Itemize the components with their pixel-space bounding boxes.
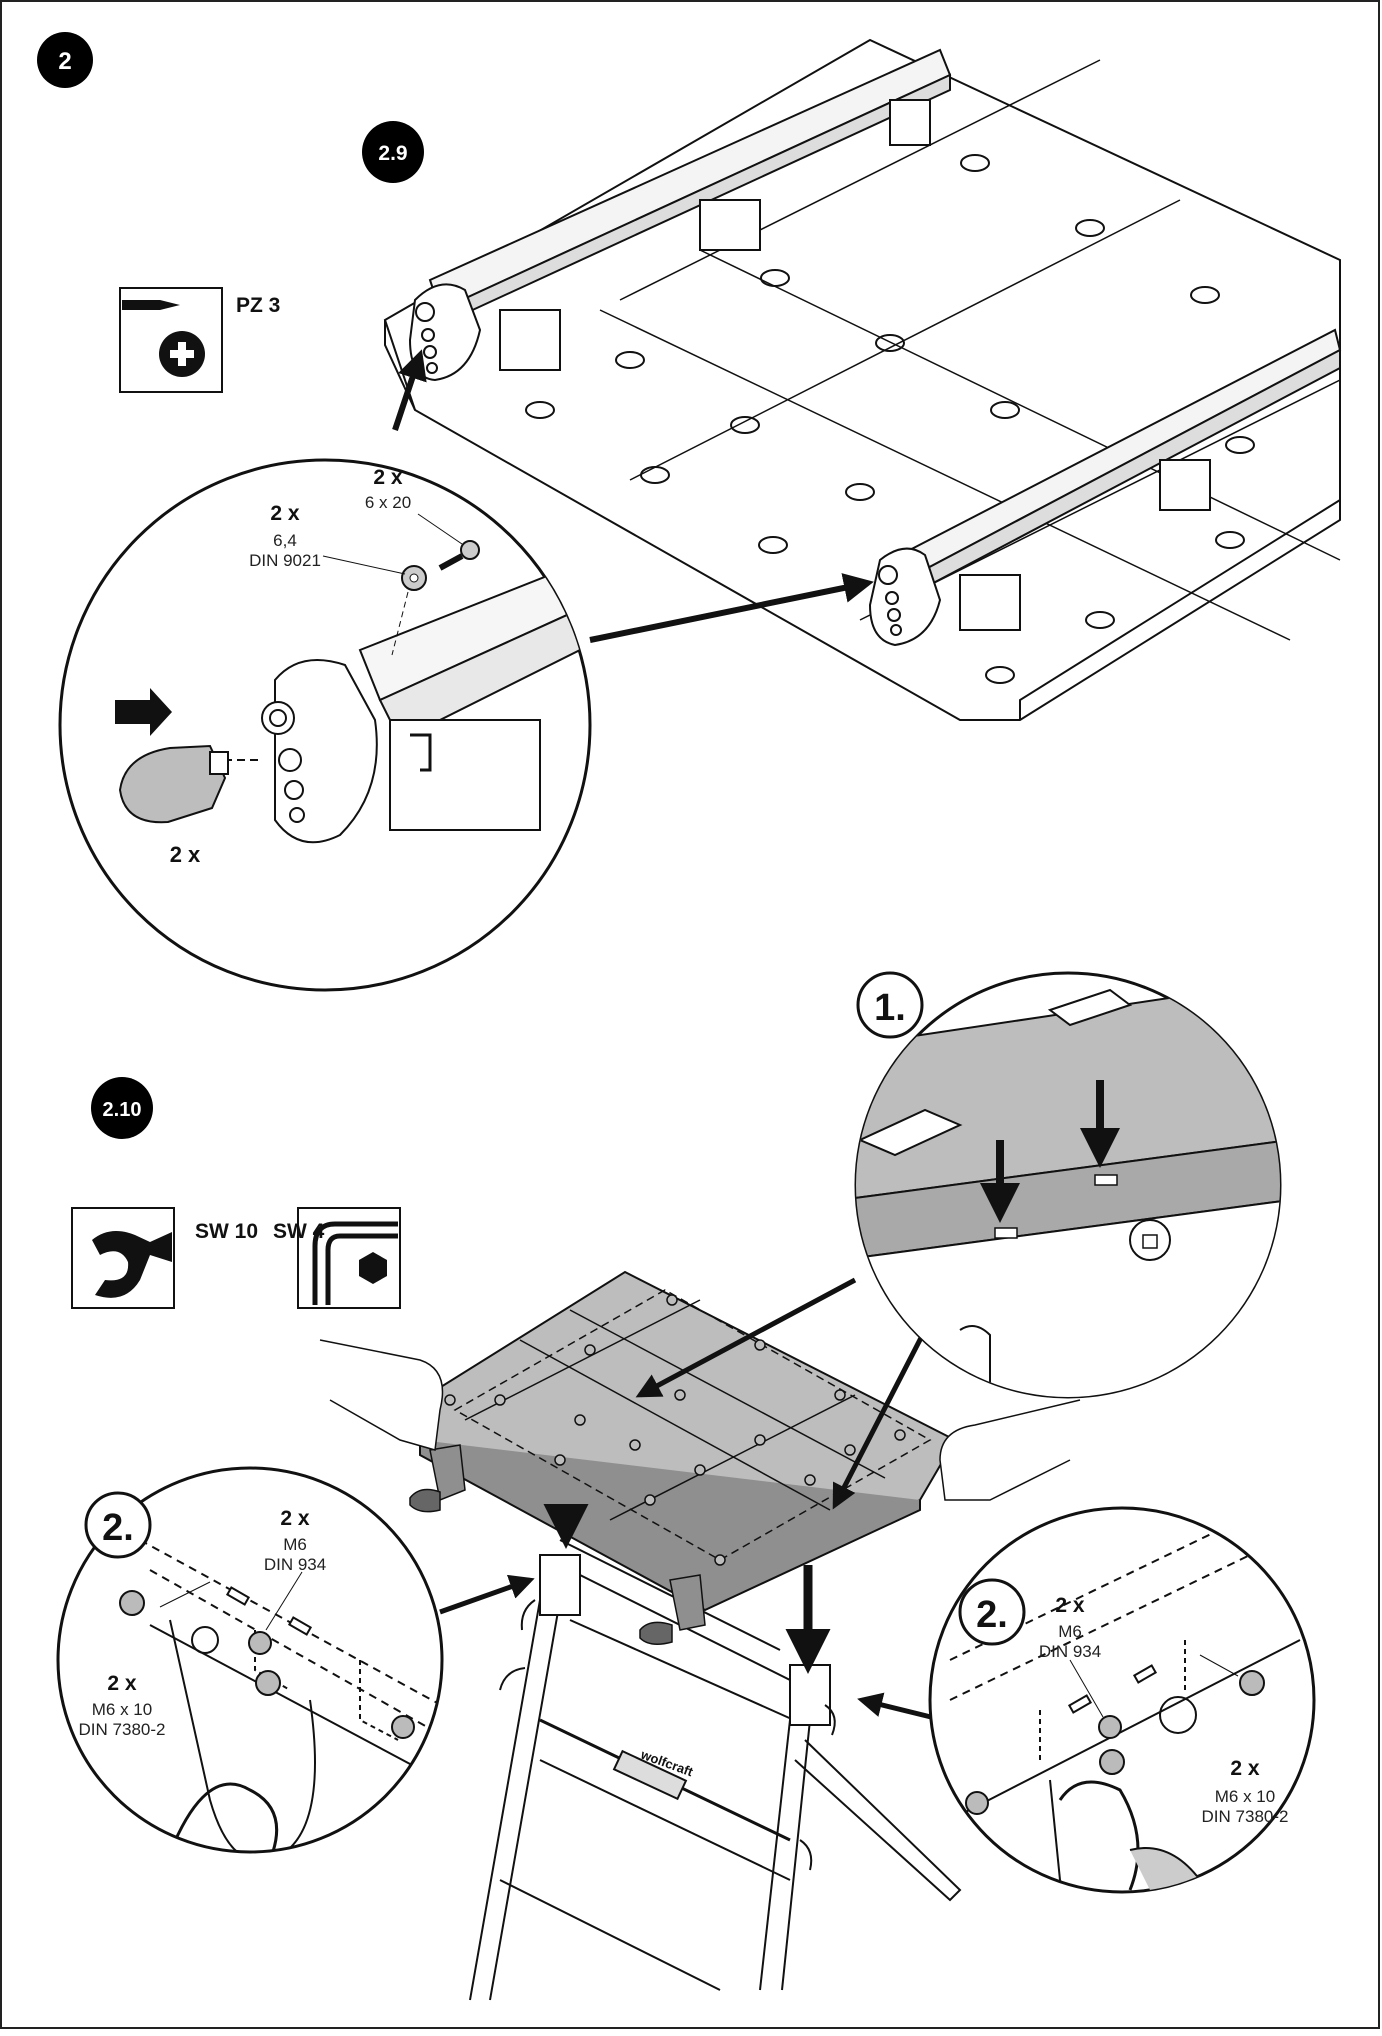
- callout-1-step-label: 1.: [874, 987, 906, 1029]
- callout-2-left-step-label: 2.: [102, 1507, 134, 1549]
- bolt-part: [255, 1670, 281, 1696]
- washer-spec-label-2: DIN 9021: [249, 551, 321, 570]
- nut-part: [1098, 1715, 1122, 1739]
- bolt-spec-right-2: DIN 7380-2: [1202, 1807, 1289, 1826]
- callout-2-left: 2. 2 x M6 DIN 934 2 x M6 x 10 DIN 7380-2: [56, 1466, 444, 1854]
- nut-qty-left: 2 x: [280, 1507, 310, 1530]
- washer-spec-label-1: 6,4: [273, 531, 297, 550]
- step-2-10: 2.10 SW 10 SW 4: [56, 971, 1316, 2001]
- arrow-callout-2-right: [857, 1692, 936, 1721]
- nut-spec-right-2: DIN 934: [1039, 1642, 1101, 1661]
- nut-spec-left-2: DIN 934: [264, 1555, 326, 1574]
- knob-part: [118, 744, 229, 824]
- callout-1: 1.: [854, 971, 1282, 1399]
- nut-part: [391, 1715, 415, 1739]
- tool-label-sw4: SW 4: [273, 1220, 325, 1243]
- hex-key-icon: [297, 1207, 401, 1309]
- arrow-callout-1-right: [832, 1328, 928, 1510]
- washer-qty-label: 2 x: [270, 502, 300, 525]
- bolt-part: [1239, 1670, 1265, 1696]
- phillips-screwdriver-icon: [119, 287, 223, 393]
- callout-2-right-step-label: 2.: [976, 1594, 1008, 1636]
- knob-qty-label: 2 x: [170, 842, 201, 867]
- screw-qty-label: 2 x: [373, 466, 403, 489]
- workbench-stand-drawing: [469, 1539, 962, 2001]
- step-2-10-badge-label: 2.10: [103, 1099, 142, 1121]
- step-2-9: 2.9 PZ 3: [58, 38, 1342, 992]
- section-badge: 2: [37, 32, 93, 88]
- screw-part: [438, 540, 480, 571]
- nut-part: [248, 1631, 272, 1655]
- step-2-9-badge-label: 2.9: [378, 142, 407, 165]
- step-2-10-badge: [91, 1077, 153, 1139]
- open-end-wrench-icon: [71, 1207, 175, 1309]
- workbench-top-2-10: [409, 1270, 957, 1645]
- arrow-to-rear-clamp: [589, 573, 874, 643]
- callout-2-right: 2. 2 x M6 DIN 934 2 x M6 x 10 DIN 7380-2: [928, 1506, 1316, 1894]
- tool-label-pz3: PZ 3: [236, 294, 280, 317]
- nut-part: [965, 1791, 989, 1815]
- nut-spec-right-1: M6: [1058, 1622, 1082, 1641]
- bolt-spec-right-1: M6 x 10: [1215, 1787, 1275, 1806]
- bolt-spec-left-1: M6 x 10: [92, 1700, 152, 1719]
- knob-detail-callout: 2 x 6 x 20 2 x 6,4 DIN 9021 2 x: [58, 458, 592, 992]
- bolt-part: [119, 1590, 145, 1616]
- nut-spec-left-1: M6: [283, 1535, 307, 1554]
- step-2-9-badge: [362, 121, 424, 183]
- screw-spec-label: 6 x 20: [365, 493, 411, 512]
- section-badge-circle: [37, 32, 93, 88]
- arrow-callout-1-left: [635, 1277, 857, 1398]
- bolt-spec-left-2: DIN 7380-2: [79, 1720, 166, 1739]
- arrow-to-front-clamp: [392, 349, 427, 431]
- bolt-part: [1099, 1749, 1125, 1775]
- arrow-callout-2-left: [439, 1574, 535, 1615]
- section-number: 2: [58, 48, 71, 75]
- nut-qty-right: 2 x: [1055, 1594, 1085, 1617]
- hands-drawing: [319, 1339, 1081, 1501]
- push-arrow-icon: [115, 688, 172, 736]
- tool-label-sw10: SW 10: [195, 1220, 258, 1243]
- workbench-top-drawing: [383, 38, 1342, 721]
- bolt-qty-left: 2 x: [107, 1672, 137, 1695]
- bolt-qty-right: 2 x: [1230, 1757, 1260, 1780]
